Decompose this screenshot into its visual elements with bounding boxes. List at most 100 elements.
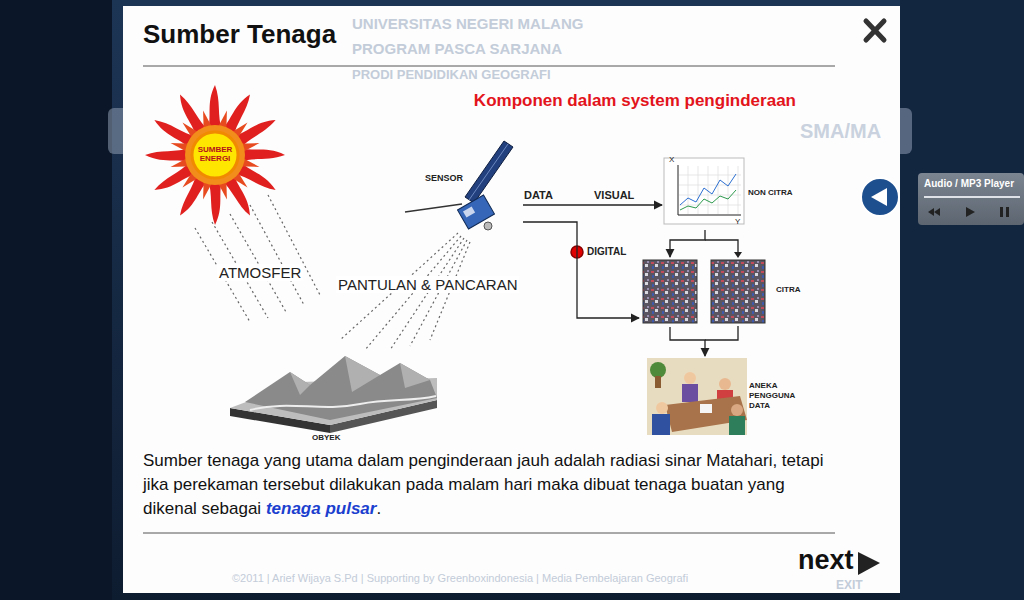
non-image-chart: NON CITRA	[663, 153, 800, 229]
term-highlight: tenaga pulsar	[266, 499, 377, 518]
image-thumbnails	[711, 260, 765, 323]
sun-illustration	[145, 85, 285, 225]
label-slot: ATMOSFER	[217, 264, 303, 281]
image-thumbnails	[643, 260, 697, 323]
rays-label: PANTULAN & PANCARAN	[336, 276, 519, 293]
label-slot: Audio / MP3 Player	[924, 178, 1014, 190]
chart-illustration	[728, 166, 729, 214]
node-label: CITRA	[776, 285, 803, 294]
body-text: .	[376, 499, 381, 518]
edge-label: DATA	[524, 189, 553, 202]
terrain-illustration	[245, 356, 437, 420]
watermark-text: PROGRAM PASCA SARJANA	[352, 40, 562, 57]
label-slot: X	[669, 155, 674, 164]
menu-text: SMA/MA	[800, 120, 881, 143]
watermark-text: PRODI PENDIDIKAN GEOGRAFI	[352, 68, 551, 83]
paragraph-slot: Sumber tenaga yang utama dalam penginder…	[143, 449, 835, 521]
label-slot: PROGRAM PASCA SARJANA	[352, 40, 562, 57]
users-photo	[655, 376, 661, 388]
audio-player	[966, 207, 975, 217]
next-arrow	[858, 552, 880, 575]
chart-illustration	[664, 158, 744, 224]
diagram-heading: Komponen dalam system penginderaan	[470, 91, 796, 111]
chart-illustration	[679, 175, 741, 176]
users-photo	[700, 404, 712, 413]
satellite-illustration	[463, 206, 475, 217]
next-button-text: next	[798, 545, 854, 576]
close-button	[866, 21, 884, 40]
audio-player	[934, 208, 940, 216]
edge-label: DIGITAL	[587, 246, 626, 258]
back-button	[861, 178, 899, 216]
image-thumbnails	[643, 260, 765, 323]
axis-label: Y	[735, 217, 740, 226]
flow-branches	[705, 240, 738, 253]
terrain-illustration	[230, 356, 437, 433]
side-strip	[900, 0, 1024, 600]
title-rule	[143, 66, 835, 67]
audio-player	[918, 173, 1024, 225]
chart-illustration	[664, 158, 744, 224]
users-photo	[731, 404, 743, 416]
users-photo	[729, 416, 745, 435]
label-slot: EXIT	[836, 579, 863, 593]
popup-panel	[123, 6, 900, 593]
label-slot: PANTULAN & PANCARAN	[336, 276, 519, 293]
node-label: OBYEK	[312, 433, 440, 442]
branch-arrowhead	[734, 252, 742, 258]
satellite-illustration	[458, 195, 495, 229]
energy-source-sun: SUMBER ENERGI	[190, 130, 240, 180]
audio-player	[928, 208, 934, 216]
users-photo	[682, 384, 698, 402]
image-data-pair: CITRA	[640, 258, 803, 326]
node-label: NON CITRA	[748, 188, 800, 197]
layer-label: ATMOSFER	[217, 264, 303, 281]
terrain-illustration	[250, 396, 436, 410]
users-photo	[652, 414, 670, 435]
flow-connector	[670, 230, 705, 257]
sensor-satellite: SENSOR	[400, 140, 522, 236]
back-button	[871, 188, 887, 206]
users-photo	[719, 378, 731, 390]
axis-label: X	[669, 155, 674, 164]
chart-illustration	[678, 165, 679, 215]
close-button	[866, 21, 884, 40]
label-slot: UNIVERSITAS NEGERI MALANG	[352, 15, 583, 32]
flow-connector	[670, 327, 705, 356]
users-photo	[647, 358, 747, 435]
chart-illustration	[718, 166, 719, 214]
flow-branches	[705, 240, 738, 340]
close-button	[866, 21, 884, 40]
label-slot: Komponen dalam system penginderaan	[470, 91, 796, 111]
object-terrain: OBYEK	[228, 355, 440, 445]
data-users-photo: ANEKA PENGGUNA DATA	[645, 357, 802, 437]
footer-credit: ©2011 | Arief Wijaya S.Pd | Supporting b…	[232, 572, 688, 585]
terrain-illustration	[290, 356, 430, 395]
flow-label: VISUAL	[594, 189, 634, 202]
label-slot: next	[798, 545, 854, 576]
label-slot: SMA/MA	[800, 120, 881, 143]
bottom-rule	[143, 533, 835, 534]
slide-title: Sumber Tenaga	[143, 20, 336, 50]
reflection-rays	[390, 238, 464, 350]
side-strip	[0, 0, 112, 600]
users-photo	[650, 362, 666, 378]
audio-player	[1000, 207, 1003, 217]
label-slot: PRODI PENDIDIKAN GEOGRAFI	[352, 68, 551, 83]
node-label: ANEKA PENGGUNA DATA	[749, 381, 799, 411]
sun-illustration	[185, 125, 245, 185]
satellite-illustration	[484, 222, 492, 230]
chart-illustration	[738, 166, 739, 214]
audio-player	[918, 173, 1024, 225]
edge-label-slot: DIGITAL	[587, 246, 626, 258]
player-title: Audio / MP3 Player	[924, 178, 1014, 190]
flow-connector	[523, 222, 639, 318]
chart-illustration	[680, 174, 736, 205]
satellite-illustration	[458, 195, 495, 229]
atmosphere-rays	[250, 205, 304, 305]
satellite-illustration	[405, 204, 462, 212]
atmosphere-rays	[230, 214, 286, 312]
